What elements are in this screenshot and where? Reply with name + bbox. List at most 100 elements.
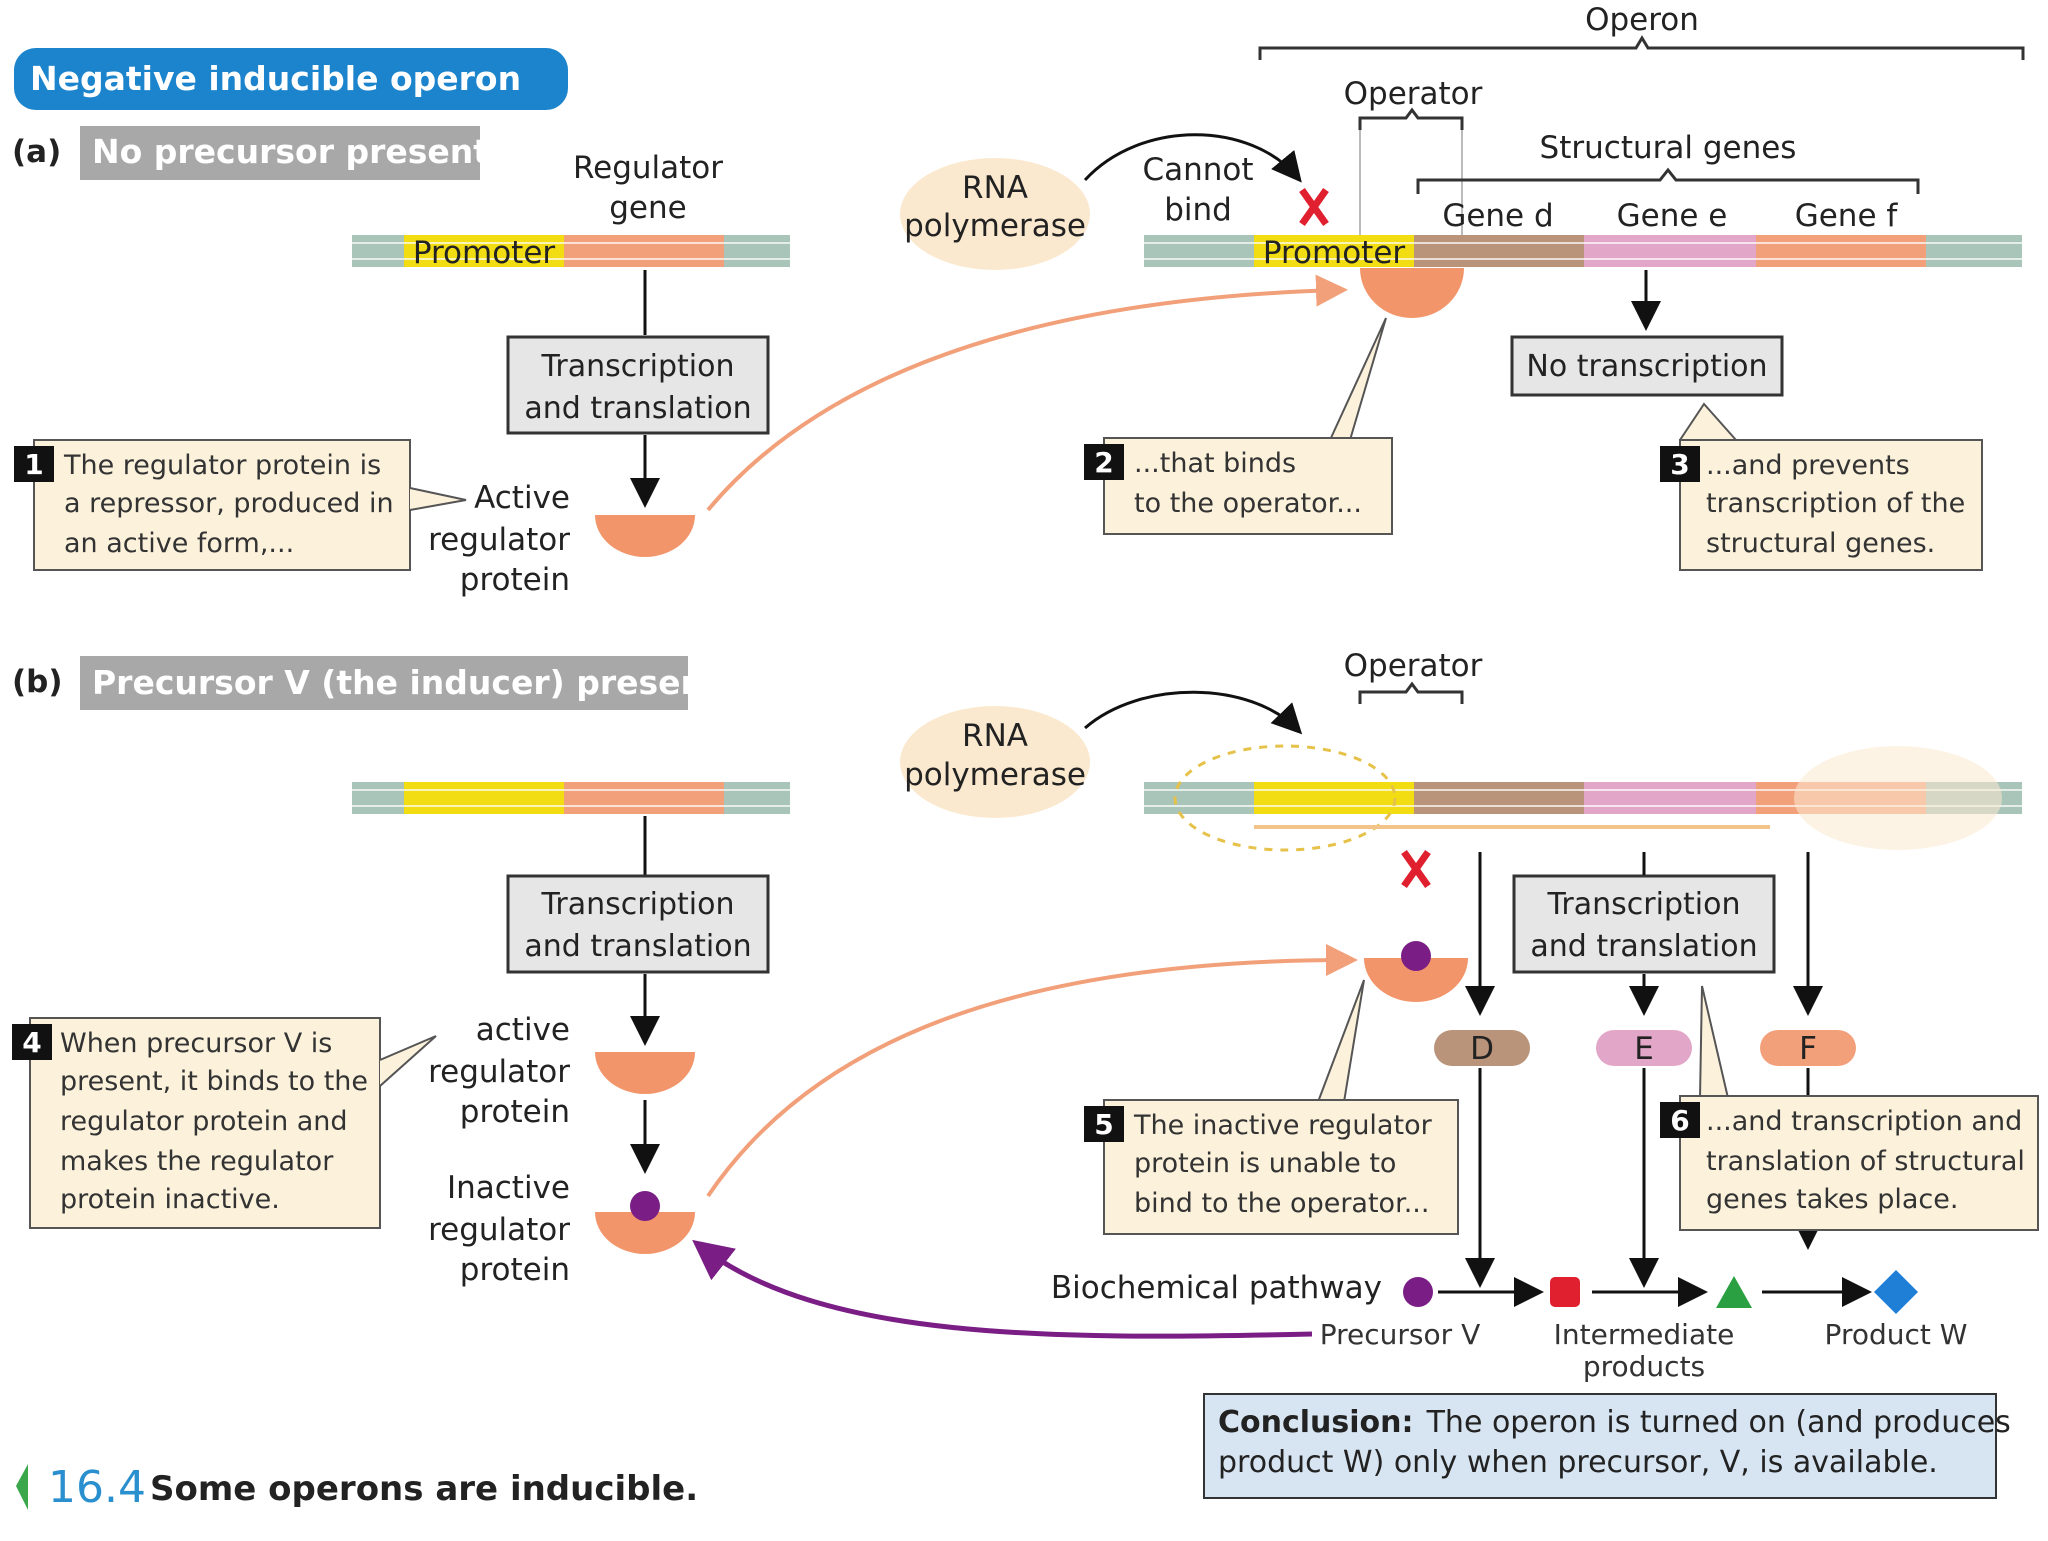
panel-a-letter: (a) — [12, 134, 61, 170]
product-w-diamond — [1874, 1270, 1918, 1314]
svg-text:regulator protein and: regulator protein and — [60, 1106, 348, 1137]
regulator-gene-label-1: Regulator — [573, 150, 723, 186]
enzyme-f-label: F — [1799, 1031, 1817, 1067]
operon-dna-a — [1144, 235, 2022, 267]
svg-text:4: 4 — [22, 1026, 41, 1059]
svg-text:protein is unable to: protein is unable to — [1134, 1148, 1396, 1179]
product-w-label: Product W — [1825, 1318, 1968, 1351]
caption-tab — [16, 1464, 28, 1510]
transcription-box-b-right-line1: Transcription — [1547, 887, 1741, 922]
bound-repressor-a — [1360, 268, 1464, 318]
caption-number: 16.4 — [48, 1462, 146, 1513]
inactive-repressor-b — [595, 1212, 695, 1254]
svg-text:genes takes place.: genes takes place. — [1706, 1184, 1958, 1215]
transcription-box-b-right — [1512, 874, 1776, 974]
active-regulator-label-3: protein — [460, 562, 570, 598]
svg-text:structural genes.: structural genes. — [1706, 528, 1935, 559]
svg-text:3: 3 — [1670, 448, 1689, 481]
operator-brace-a — [1358, 107, 1464, 130]
precursor-return-arrow — [692, 1239, 1313, 1339]
intermediate-products-line1: Intermediate — [1554, 1318, 1735, 1351]
intermediate-red — [1550, 1277, 1580, 1307]
rna-polymerase-b-line1: RNA — [962, 718, 1028, 754]
regulator-dna-a — [352, 235, 790, 267]
rna-polymerase-b-line2: polymerase — [904, 757, 1086, 793]
rna-polymerase-a-line1: RNA — [962, 170, 1028, 206]
svg-text:a repressor, produced in: a repressor, produced in — [64, 488, 394, 519]
transcription-box-b-left — [506, 874, 770, 974]
note-1: 1 The regulator protein is a repressor, … — [14, 439, 467, 571]
svg-text:The inactive regulator: The inactive regulator — [1133, 1110, 1433, 1141]
transcription-box-b-left-line2: and translation — [524, 929, 751, 964]
transcription-box-a-line2: and translation — [524, 391, 751, 426]
conclusion-bold: Conclusion: — [1218, 1405, 1414, 1440]
rna-polymerase-a — [900, 158, 1090, 270]
active-regulator-label-2: regulator — [428, 522, 570, 558]
svg-text:transcription of the: transcription of the — [1706, 488, 1965, 519]
operon-brace — [1258, 35, 2025, 60]
svg-text:protein inactive.: protein inactive. — [60, 1184, 280, 1215]
active-regulator-b-3: protein — [460, 1094, 570, 1130]
gene-e-label: Gene e — [1617, 198, 1728, 234]
x-mark-a — [1299, 187, 1329, 227]
operator-label-a: Operator — [1344, 76, 1483, 112]
active-regulator-label-1: Active — [474, 480, 570, 516]
regulator-gene-label-2: gene — [609, 190, 686, 226]
panel-a-banner — [80, 126, 480, 180]
svg-text:The regulator protein is: The regulator protein is — [63, 450, 381, 481]
conclusion-line2: product W) only when precursor, V, is av… — [1218, 1445, 1938, 1480]
structural-genes-label: Structural genes — [1540, 130, 1797, 166]
svg-text:to the operator...: to the operator... — [1134, 488, 1362, 519]
caption-text: Some operons are inducible. — [150, 1469, 698, 1509]
operon-label: Operon — [1585, 2, 1699, 38]
intermediate-green — [1716, 1276, 1752, 1308]
conclusion-line1: Conclusion: The operon is turned on (and… — [1218, 1405, 2011, 1440]
operator-label-b: Operator — [1344, 648, 1483, 684]
title: Negative inducible operon — [30, 59, 521, 98]
title-badge — [14, 48, 568, 110]
no-transcription-text: No transcription — [1526, 349, 1767, 384]
precursor-v-label: Precursor V — [1320, 1318, 1480, 1351]
operator-brace-b — [1358, 681, 1464, 704]
enzyme-e-label: E — [1634, 1031, 1654, 1067]
promoter-label-left: Promoter — [413, 235, 556, 271]
promoter-label-right: Promoter — [1263, 235, 1406, 271]
svg-text:bind to the operator...: bind to the operator... — [1134, 1188, 1429, 1219]
svg-text:translation of structural: translation of structural — [1706, 1146, 2025, 1177]
note-6: 6 ...and transcription and translation o… — [1660, 1095, 2039, 1231]
gene-f-label: Gene f — [1795, 198, 1899, 234]
svg-text:5: 5 — [1094, 1108, 1113, 1141]
transcription-box-a — [506, 335, 770, 435]
transcription-box-b-right-line2: and translation — [1530, 929, 1757, 964]
regulator-dna-b — [352, 782, 790, 814]
active-regulator-b-1: active — [476, 1012, 570, 1048]
precursor-v-dot — [1403, 1277, 1433, 1307]
enzyme-d-label: D — [1470, 1031, 1494, 1067]
conclusion-text-1: The operon is turned on (and produces — [1426, 1405, 2011, 1440]
svg-text:...and transcription and: ...and transcription and — [1706, 1106, 2022, 1137]
panel-b-banner-text: Precursor V (the inducer) present — [92, 663, 720, 702]
enzyme-e — [1596, 1030, 1692, 1066]
note-3: 3 ...and prevents transcription of the s… — [1660, 439, 1983, 571]
polymerase-ghost-start — [1173, 744, 1397, 852]
svg-text:...and prevents: ...and prevents — [1706, 450, 1910, 481]
panel-a-banner-text: No precursor present — [92, 132, 489, 171]
svg-text:1: 1 — [24, 448, 43, 481]
pathway-label: Biochemical pathway — [1051, 1270, 1382, 1306]
polymerase-arrow-b — [1084, 690, 1303, 735]
intermediate-products-line2: products — [1583, 1350, 1705, 1383]
svg-text:When precursor V is: When precursor V is — [60, 1028, 332, 1059]
panel-b-banner — [80, 656, 688, 710]
cannot-bind-line2: bind — [1164, 192, 1232, 228]
enzyme-f — [1760, 1030, 1856, 1066]
inactive-repressor-near-operator — [1364, 958, 1468, 1002]
svg-text:an active form,...: an active form,... — [64, 528, 294, 559]
polymerase-arrow-a — [1083, 133, 1302, 183]
inactive-regulator-2: regulator — [428, 1212, 570, 1248]
inducer-on-repressor-right — [1401, 941, 1431, 971]
cannot-bind-line1: Cannot — [1142, 152, 1253, 188]
conclusion-box — [1203, 1393, 1997, 1499]
svg-text:...that binds: ...that binds — [1134, 448, 1296, 479]
no-transcription-box — [1510, 335, 1784, 397]
